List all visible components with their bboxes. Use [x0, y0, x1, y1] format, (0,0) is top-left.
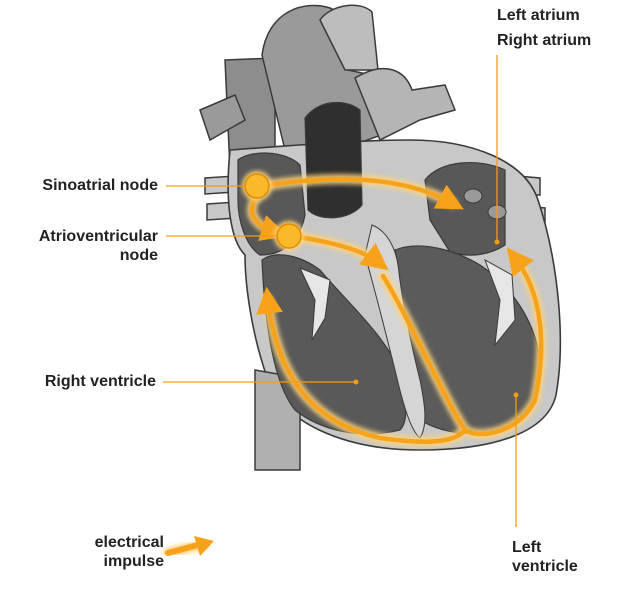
right-atrium-label: Right atrium — [497, 31, 591, 50]
aortic-opening — [305, 102, 362, 217]
right-ventricle-label: Right ventricle — [45, 372, 156, 391]
left-atrium-label: Left atrium — [497, 6, 580, 25]
sinoatrial-node-label: Sinoatrial node — [42, 176, 158, 195]
atrioventricular-node-marker — [274, 221, 304, 251]
pulmonary-vein-opening-1 — [464, 189, 482, 203]
orange-arrow-icon — [168, 536, 214, 556]
left-ventricle-leader-dot — [514, 393, 519, 398]
atrioventricular-label-line2: node — [120, 246, 158, 265]
sinoatrial-node-marker — [242, 171, 272, 201]
atrium-leader-dot — [495, 240, 500, 245]
left-ventricle-label-line1: Left — [512, 538, 541, 557]
legend-label-line1: electrical — [95, 533, 164, 552]
legend-label-line2: impulse — [104, 552, 164, 571]
left-ventricle-label-line2: ventricle — [512, 557, 578, 576]
atrioventricular-label-line1: Atrioventricular — [39, 227, 158, 246]
right-ventricle-leader-dot — [354, 380, 359, 385]
